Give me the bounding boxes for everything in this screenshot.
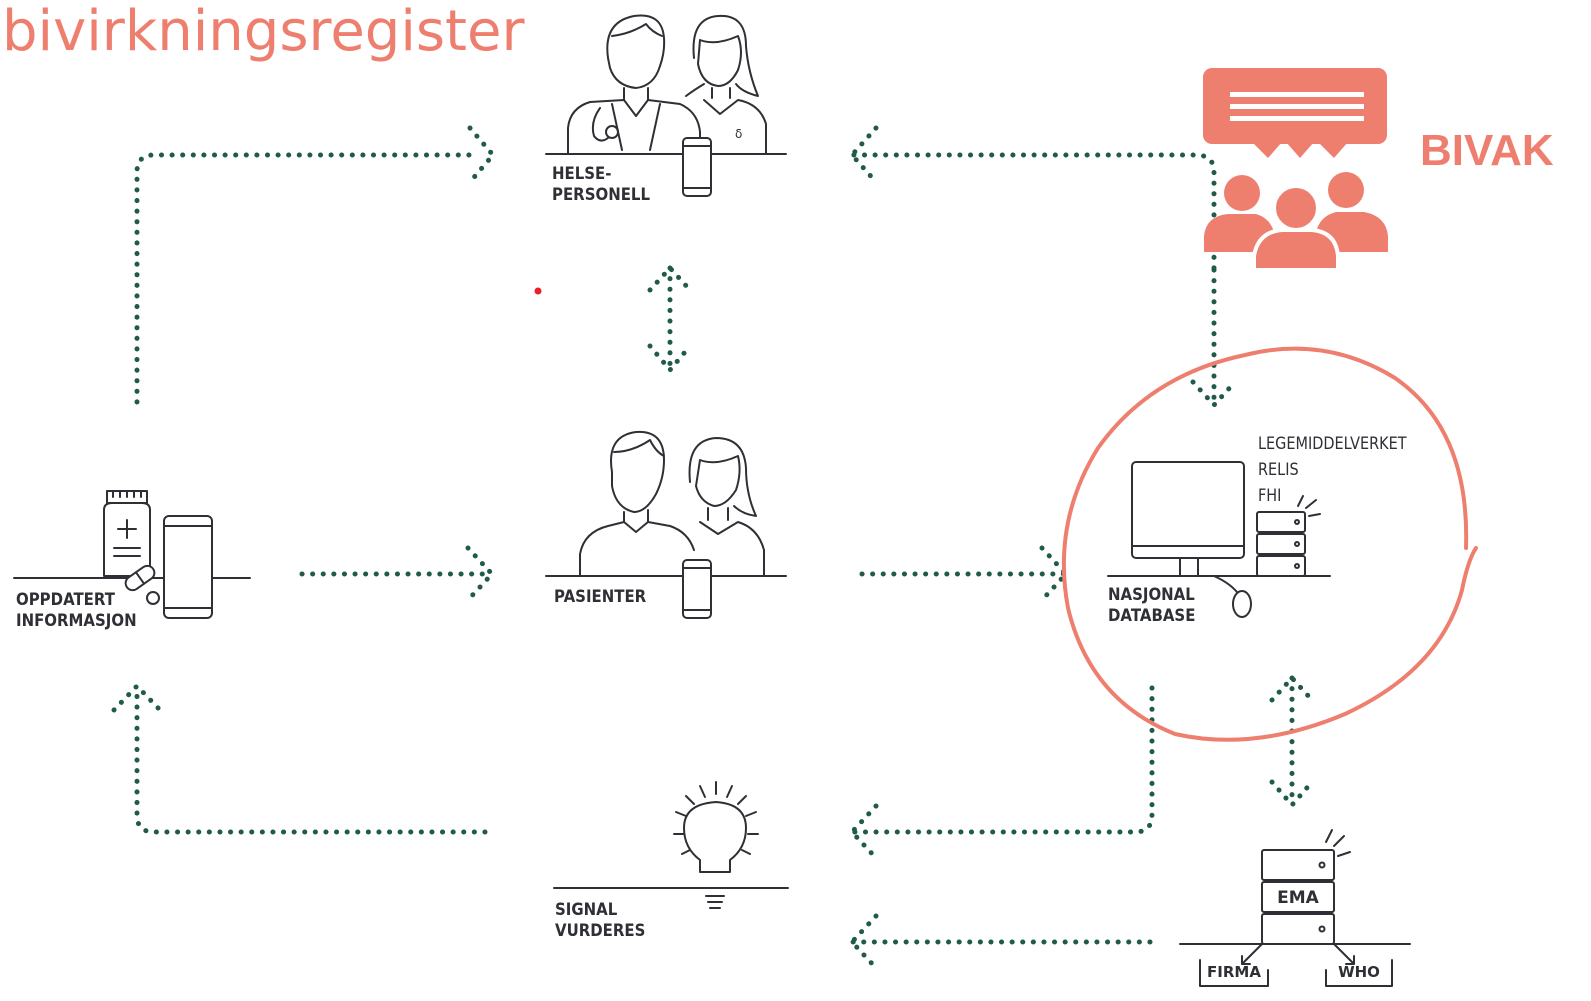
- firma-label: FIRMA: [1207, 963, 1261, 981]
- agency-legemiddelverket: LEGEMIDDELVERKET: [1258, 434, 1407, 454]
- ema-server-icon: [1179, 829, 1411, 987]
- arrow-oppdatert-to-helsepersonell: [134, 125, 497, 405]
- arrow-signal-to-oppdatert: [111, 682, 488, 835]
- arrow-bivak-to-database: [1190, 267, 1238, 409]
- arrow-bivak-to-helsepersonell: [848, 125, 1217, 271]
- nasjonal-line-2: DATABASE: [1108, 606, 1196, 626]
- helsepersonell-label: HELSE- PERSONELL: [552, 164, 650, 206]
- computer-and-server-icon: [1107, 461, 1331, 618]
- arrow-database-ema: [1269, 674, 1315, 809]
- arrow-ema-to-signal: [848, 913, 1153, 971]
- signal-vurderes-label: SIGNAL VURDERES: [555, 900, 645, 942]
- ema-label: EMA: [1277, 888, 1319, 908]
- arrow-oppdatert-to-pasienter: [299, 545, 496, 603]
- nasjonal-database-label: NASJONAL DATABASE: [1108, 585, 1195, 627]
- helsepersonell-line-2: PERSONELL: [552, 185, 651, 205]
- bivak-label: BIVAK: [1420, 126, 1554, 175]
- patients-icon: [545, 430, 787, 619]
- helsepersonell-line-1: HELSE-: [552, 164, 612, 184]
- arrow-pasienter-to-database: [859, 545, 1070, 603]
- nasjonal-line-1: NASJONAL: [1108, 585, 1195, 605]
- page-title: bivirkningsregister: [2, 0, 525, 64]
- signal-line-2: VURDERES: [555, 921, 646, 941]
- oppdatert-line-1: OPPDATERT: [16, 590, 115, 610]
- arrow-helsepersonell-pasienter: [647, 264, 693, 374]
- who-label: WHO: [1338, 963, 1380, 981]
- agency-fhi: FHI: [1258, 486, 1282, 506]
- red-dot-mark: [534, 287, 542, 295]
- signal-line-1: SIGNAL: [555, 900, 618, 920]
- arrow-database-to-signal: [848, 685, 1155, 861]
- health-personnel-icon: δ: [545, 14, 787, 197]
- agency-relis: RELIS: [1258, 460, 1299, 480]
- medicine-and-phone-icon: [13, 490, 251, 619]
- agencies-list: LEGEMIDDELVERKET RELIS FHI: [1258, 431, 1407, 509]
- oppdatert-line-2: INFORMASJON: [16, 611, 137, 631]
- svg-text:δ: δ: [735, 127, 742, 141]
- oppdatert-informasjon-label: OPPDATERT INFORMASJON: [16, 590, 137, 632]
- lightbulb-icon: [553, 781, 789, 909]
- bivak-group-icon: [1203, 68, 1388, 272]
- pasienter-label: PASIENTER: [554, 587, 647, 607]
- highlight-circle: [1061, 346, 1478, 742]
